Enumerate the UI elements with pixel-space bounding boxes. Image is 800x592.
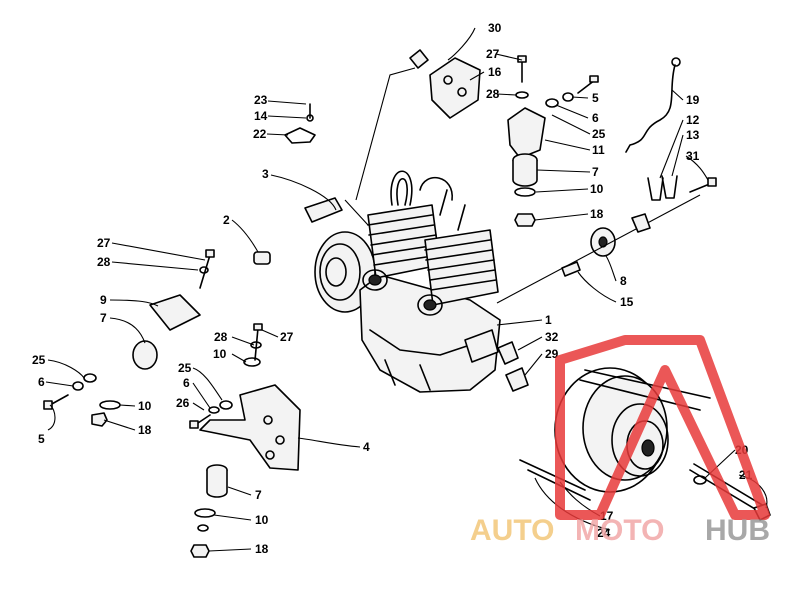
watermark-triangle — [555, 335, 770, 520]
part-11-bracket — [507, 107, 546, 159]
callout-11: 11 — [592, 143, 605, 157]
callout-7: 7 — [592, 165, 599, 179]
automotohub-watermark: AUTO MOTO HUB — [470, 335, 770, 547]
callout-25: 25 — [32, 353, 46, 367]
callout-10: 10 — [138, 399, 152, 413]
part-9-plate — [149, 294, 201, 331]
callout-32: 32 — [545, 330, 559, 344]
callout-25: 25 — [592, 127, 606, 141]
callout-29: 29 — [545, 347, 559, 361]
callout-10: 10 — [213, 347, 227, 361]
callout-27: 27 — [280, 330, 294, 344]
callout-6: 6 — [183, 376, 190, 390]
part-19-cable — [625, 64, 676, 153]
callout-6: 6 — [38, 375, 45, 389]
part-2 — [253, 251, 271, 265]
callout-18: 18 — [590, 207, 604, 221]
callout-7: 7 — [100, 311, 107, 325]
callout-2: 2 — [223, 213, 230, 227]
callout-19: 19 — [686, 93, 700, 107]
callout-1: 1 — [545, 313, 552, 327]
callout-5: 5 — [38, 432, 45, 446]
part-3-label — [304, 197, 343, 223]
watermark-auto: AUTO — [470, 514, 554, 547]
part-15-spacer — [561, 261, 581, 277]
callout-4: 4 — [363, 440, 370, 454]
callout-10: 10 — [590, 182, 604, 196]
callout-6: 6 — [592, 111, 599, 125]
engine-assembly — [314, 170, 501, 393]
callout-10: 10 — [255, 513, 269, 527]
callout-12: 12 — [686, 113, 700, 127]
callout-26: 26 — [176, 396, 190, 410]
callout-18: 18 — [255, 542, 269, 556]
watermark-moto: MOTO — [575, 514, 664, 547]
callout-23: 23 — [254, 93, 268, 107]
part-30-clip — [409, 49, 429, 69]
watermark-hub: HUB — [705, 514, 770, 547]
callout-labels: 30 16 27 28 23 14 22 3 2 27 28 9 7 25 6 … — [32, 21, 753, 556]
callout-28: 28 — [214, 330, 228, 344]
callout-8: 8 — [620, 274, 627, 288]
callout-14: 14 — [254, 109, 268, 123]
callout-22: 22 — [253, 127, 267, 141]
leader-lines — [45, 27, 768, 552]
part-13-clip — [661, 175, 678, 199]
callout-3: 3 — [262, 167, 269, 181]
callout-28: 28 — [97, 255, 111, 269]
callout-18: 18 — [138, 423, 152, 437]
callout-9: 9 — [100, 293, 107, 307]
callout-5: 5 — [592, 91, 599, 105]
callout-30: 30 — [488, 21, 502, 35]
callout-31: 31 — [686, 149, 700, 163]
callout-28: 28 — [486, 87, 500, 101]
callout-15: 15 — [620, 295, 634, 309]
callout-24: 24 — [597, 526, 611, 540]
part-22-gasket — [284, 127, 316, 144]
callout-16: 16 — [488, 65, 502, 79]
callout-13: 13 — [686, 128, 700, 142]
part-12-clip — [647, 177, 664, 201]
callout-27: 27 — [486, 47, 500, 61]
callout-25: 25 — [178, 361, 192, 375]
part-16-mount — [429, 57, 481, 119]
callout-7: 7 — [255, 488, 262, 502]
callout-27: 27 — [97, 236, 111, 250]
part-4-bracket — [199, 384, 301, 471]
